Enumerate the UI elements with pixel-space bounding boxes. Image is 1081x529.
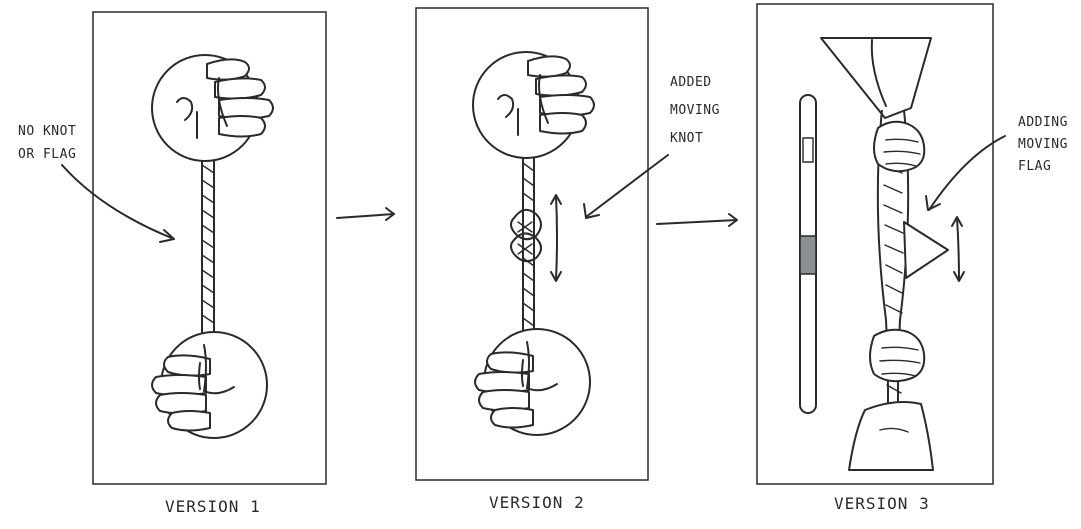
annotation-added-knot-line3: KNOT bbox=[670, 131, 703, 146]
rope-marker-diagram bbox=[799, 94, 817, 414]
panel-version-1: VERSION 1 bbox=[92, 11, 327, 516]
annotation-no-knot-line2: OR FLAG bbox=[18, 147, 76, 162]
caption-version-2: VERSION 2 bbox=[489, 493, 585, 512]
moving-flag bbox=[903, 221, 949, 279]
small-marker bbox=[802, 137, 814, 163]
caption-version-3: VERSION 3 bbox=[834, 494, 930, 513]
annotation-no-knot: NO KNOT OR FLAG bbox=[18, 124, 175, 243]
annotation-no-knot-line1: NO KNOT bbox=[18, 124, 76, 139]
hand-grip-upper bbox=[873, 120, 926, 173]
annotation-adding-flag-line2: MOVING bbox=[1018, 137, 1068, 152]
arrow-v2-to-v3 bbox=[656, 213, 738, 227]
annotation-adding-flag-line1: ADDING bbox=[1018, 115, 1068, 130]
arrowhead bbox=[925, 195, 941, 211]
arrowhead bbox=[159, 229, 175, 243]
moving-knot bbox=[510, 208, 542, 263]
annotation-arrow bbox=[928, 135, 1006, 211]
annotation-arrow bbox=[61, 164, 175, 240]
rope bbox=[522, 156, 535, 334]
annotation-added-knot: ADDED MOVING KNOT bbox=[583, 75, 720, 219]
annotation-arrow bbox=[585, 154, 669, 218]
annotation-added-knot-line1: ADDED bbox=[670, 75, 712, 90]
annotation-added-knot-line2: MOVING bbox=[670, 103, 720, 118]
annotation-adding-flag-line3: FLAG bbox=[1018, 159, 1051, 174]
caption-version-1: VERSION 1 bbox=[165, 497, 261, 516]
double-arrow-vertical bbox=[550, 194, 562, 282]
marker-band bbox=[799, 235, 817, 275]
hand-bottom bbox=[848, 401, 934, 471]
hand-top bbox=[820, 37, 932, 119]
arrow-v1-to-v2 bbox=[336, 207, 395, 221]
hand-grip-lower bbox=[869, 328, 926, 383]
panel-version-3: VERSION 3 bbox=[756, 3, 994, 513]
panel-version-2: VERSION 2 bbox=[415, 7, 649, 512]
double-arrow-vertical bbox=[951, 216, 965, 282]
annotation-adding-flag: ADDING MOVING FLAG bbox=[925, 115, 1068, 211]
arrowhead bbox=[583, 203, 600, 219]
rope bbox=[201, 158, 215, 338]
